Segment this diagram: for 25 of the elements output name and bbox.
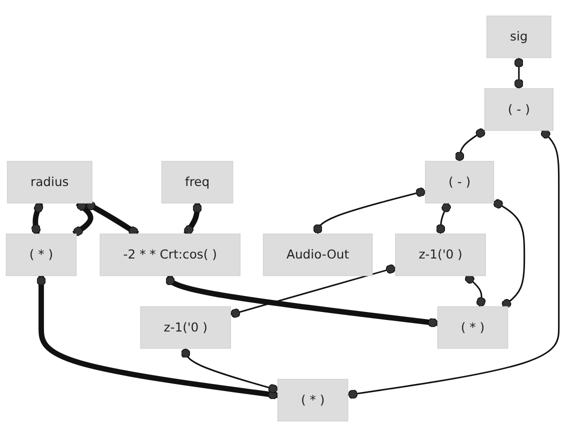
connector	[184, 202, 202, 236]
connector	[454, 128, 486, 162]
node-box: freq	[161, 160, 234, 204]
node-box: z-1('0 )	[140, 306, 231, 349]
connector	[165, 276, 438, 328]
node-box: ( * )	[6, 234, 77, 276]
connector	[36, 276, 278, 400]
node-box: Audio-Out	[262, 234, 373, 276]
node-box: z-1('0 )	[395, 234, 486, 276]
connector	[465, 274, 486, 307]
connector	[493, 199, 526, 308]
node-box: ( * )	[277, 378, 348, 422]
connector	[348, 129, 560, 399]
connector	[436, 202, 451, 234]
node-box: ( * )	[437, 306, 508, 349]
node-box: -2 * * Crt:cos( )	[100, 234, 241, 276]
connector	[313, 188, 426, 234]
node-box: radius	[6, 160, 92, 204]
node-box: ( - )	[424, 160, 494, 204]
node-box: ( - )	[484, 88, 554, 131]
connector	[180, 348, 278, 394]
connector	[31, 202, 44, 234]
node-box: sig	[486, 16, 552, 58]
connector	[230, 264, 396, 318]
connector	[514, 58, 524, 89]
